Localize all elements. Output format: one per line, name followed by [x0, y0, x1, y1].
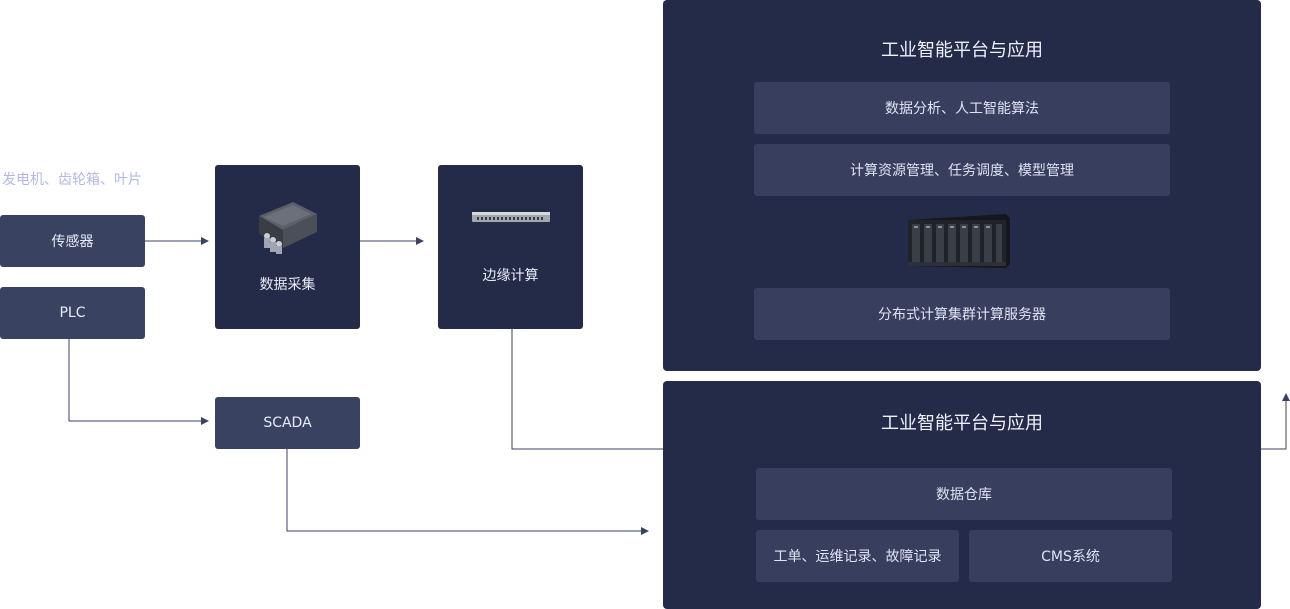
platform-bottom-row-work-orders[interactable]: 工单、运维记录、故障记录: [756, 530, 959, 582]
platform-top-title: 工业智能平台与应用: [881, 40, 1043, 61]
plc-label: PLC: [59, 305, 86, 321]
edge-computing-node[interactable]: 边缘计算: [438, 165, 583, 329]
sensor-label: 传感器: [51, 234, 94, 250]
sensor-node[interactable]: 传感器: [0, 215, 145, 267]
edge-to-platform-line-a: [511, 329, 663, 450]
data-collection-label: 数据采集: [259, 277, 316, 293]
platform-top-row-cluster[interactable]: 分布式计算集群计算服务器: [754, 288, 1170, 340]
scada-to-platform-arrow: [286, 449, 649, 535]
scada-label: SCADA: [263, 415, 312, 431]
platform-top-row-resource-management[interactable]: 计算资源管理、任务调度、模型管理: [754, 144, 1170, 196]
edge-computing-label: 边缘计算: [482, 268, 539, 284]
source-caption: 发电机、齿轮箱、叶片: [2, 172, 142, 188]
platform-bottom-panel: 工业智能平台与应用 数据仓库 工单、运维记录、故障记录 CMS系统: [663, 381, 1261, 609]
network-switch-icon: [471, 209, 551, 229]
platform-top-row-analytics[interactable]: 数据分析、人工智能算法: [754, 82, 1170, 134]
plc-node[interactable]: PLC: [0, 287, 145, 339]
scada-node[interactable]: SCADA: [215, 397, 360, 449]
platform-bottom-row-data-warehouse[interactable]: 数据仓库: [756, 468, 1172, 520]
data-acquisition-device-icon: [253, 200, 323, 260]
edge-to-platform-line-b: [1261, 393, 1290, 450]
platform-top-panel: 工业智能平台与应用 数据分析、人工智能算法 计算资源管理、任务调度、模型管理 分…: [663, 0, 1261, 371]
platform-bottom-row-cms[interactable]: CMS系统: [969, 530, 1172, 582]
platform-bottom-title: 工业智能平台与应用: [881, 413, 1043, 434]
server-rack-icon: [906, 212, 1012, 270]
plc-to-scada-arrow: [68, 339, 209, 425]
data-collection-node[interactable]: 数据采集: [215, 165, 360, 329]
